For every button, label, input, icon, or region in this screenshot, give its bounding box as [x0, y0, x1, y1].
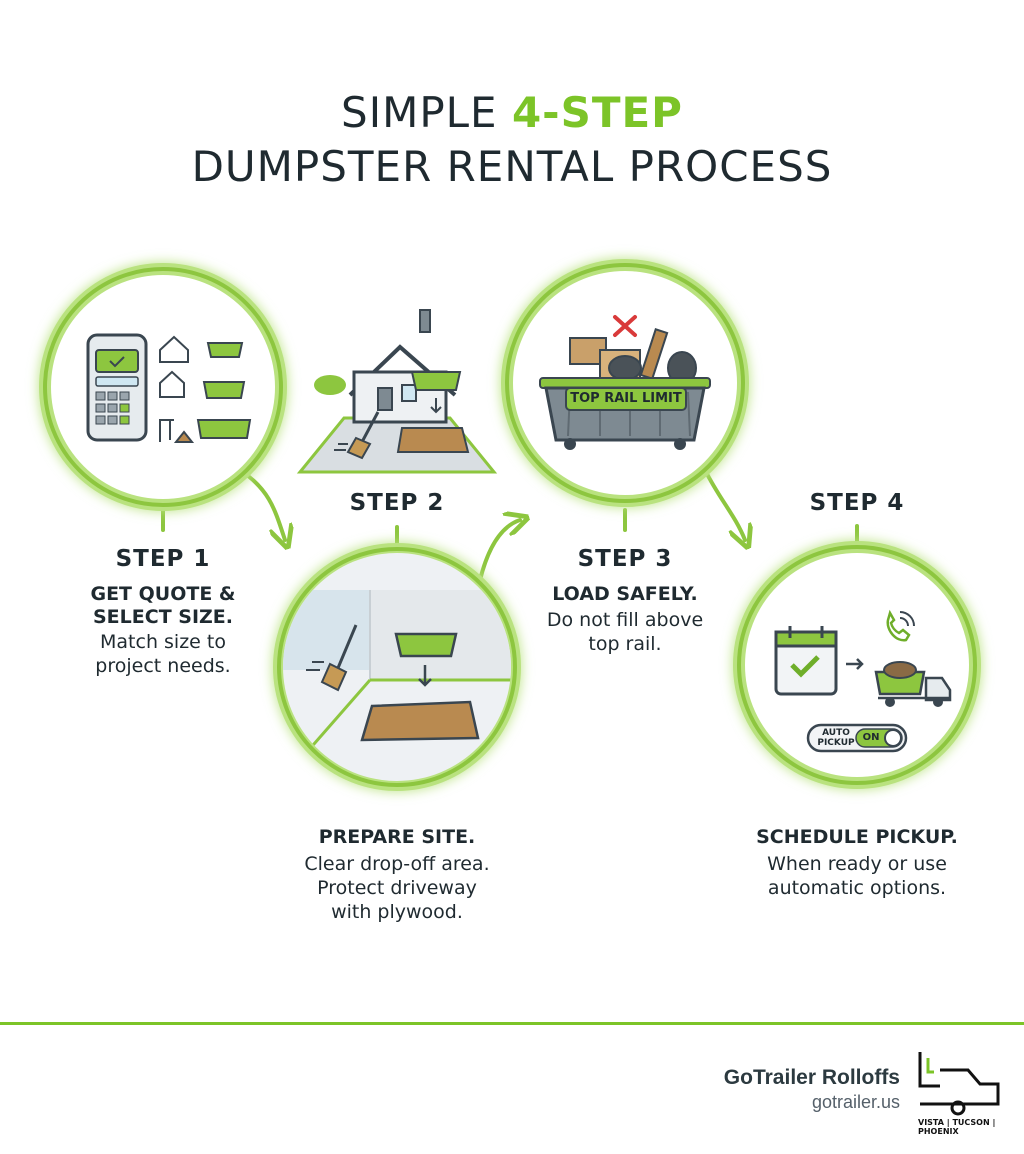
auto-pickup-label: AUTO PICKUP	[816, 728, 856, 748]
step-4-subtitle: SCHEDULE PICKUP.	[756, 826, 958, 848]
page-title-line-1: SIMPLE 4-STEP	[0, 88, 1024, 137]
auto-pickup-toggle[interactable]	[806, 723, 908, 753]
auto-pickup-label-line-1: AUTO	[822, 728, 850, 738]
step-2-label: STEP 2	[349, 490, 445, 516]
step-3-label: STEP 3	[577, 546, 673, 572]
step-1-circle	[39, 263, 287, 511]
house-icon	[159, 335, 189, 398]
step-4-text-line-1: When ready or use	[767, 853, 947, 875]
title-accent: 4-STEP	[511, 88, 683, 137]
step-1-description: Match size to project needs.	[63, 630, 263, 678]
step-3-text-line-2: top rail.	[588, 633, 662, 655]
step-2-text-line-1: Clear drop-off area.	[304, 853, 490, 875]
step-1-subtitle: GET QUOTE & SELECT SIZE.	[63, 583, 263, 629]
step-4-text-line-2: automatic options.	[767, 877, 947, 899]
phone-icon	[886, 609, 915, 642]
dumpster-icon	[539, 377, 711, 450]
broom-icon	[334, 411, 380, 460]
step-4-label: STEP 4	[809, 490, 905, 516]
auto-pickup-label-line-2: PICKUP	[817, 738, 855, 748]
step-2-house-illustration	[296, 309, 498, 474]
x-mark-icon	[613, 315, 637, 337]
calculator-phone-icon	[86, 333, 148, 442]
step-2-subtitle: PREPARE SITE.	[318, 826, 476, 848]
plywood-icon	[396, 427, 470, 453]
step-1-label: STEP 1	[115, 546, 211, 572]
title-prefix: SIMPLE	[341, 88, 512, 137]
logo-cities: VISTA | TUCSON | PHOENIX	[918, 1118, 996, 1136]
step-2-circle	[273, 543, 521, 791]
step-4-circle	[733, 541, 981, 789]
step-2-text-line-3: with plywood.	[331, 901, 463, 923]
step-4-description: When ready or use automatic options.	[737, 852, 977, 900]
step-3-circle	[501, 259, 749, 507]
step-1-text-line-2: project needs.	[95, 655, 231, 677]
step-1-subtitle-line-1: GET QUOTE &	[90, 583, 236, 605]
step-1-subtitle-line-2: SELECT SIZE.	[93, 606, 233, 628]
construction-icon	[159, 419, 195, 443]
debris-icon	[569, 328, 697, 385]
step-3-description: Do not fill above top rail.	[515, 608, 735, 656]
step-1-text-line-1: Match size to	[100, 631, 226, 653]
calendar-check-icon	[774, 626, 838, 696]
dumpster-icon	[196, 342, 252, 439]
connector-lines	[161, 468, 859, 582]
step-2-text-line-2: Protect driveway	[317, 877, 477, 899]
brand-logo	[918, 1052, 1000, 1116]
toggle-on-text: ON	[862, 732, 880, 743]
page-title-line-2: DUMPSTER RENTAL PROCESS	[191, 142, 833, 191]
top-rail-limit-label: TOP RAIL LIMIT	[570, 391, 682, 406]
dumpster-icon	[394, 632, 458, 658]
step-2-description: Clear drop-off area. Protect driveway wi…	[272, 852, 522, 924]
step-3-subtitle: LOAD SAFELY.	[552, 583, 698, 605]
truck-icon	[874, 661, 952, 707]
plywood-icon	[360, 700, 480, 742]
dumpster-icon	[410, 371, 462, 391]
footer-divider	[0, 1022, 1024, 1025]
brand-url[interactable]: gotrailer.us	[811, 1092, 900, 1112]
broom-icon	[306, 624, 358, 692]
step-3-text-line-1: Do not fill above	[546, 609, 704, 631]
brand-name: GoTrailer Rolloffs	[723, 1066, 900, 1089]
